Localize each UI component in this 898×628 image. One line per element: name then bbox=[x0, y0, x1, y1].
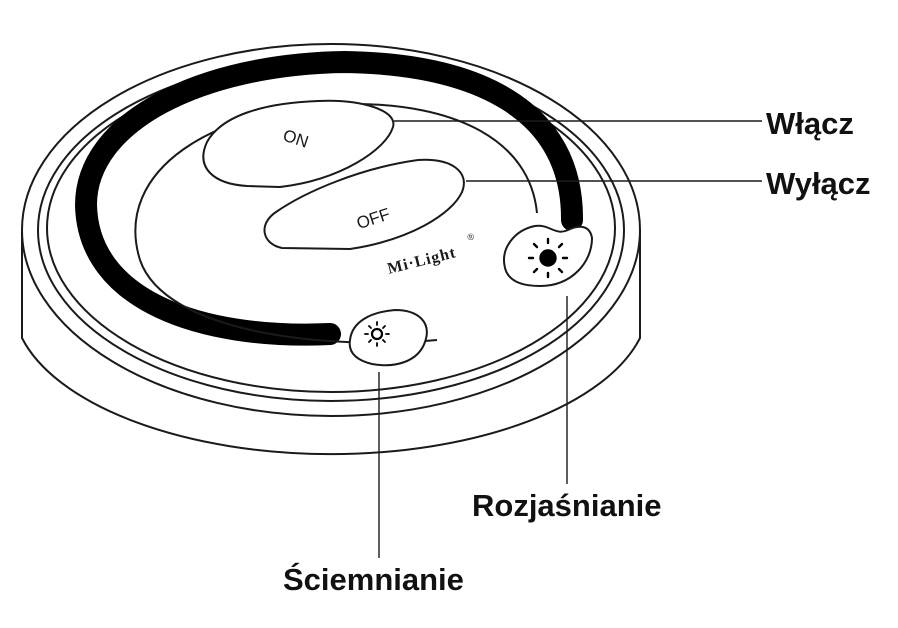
callout-off: Wyłącz bbox=[766, 166, 871, 201]
sun-small-icon bbox=[364, 321, 390, 347]
leader-lines bbox=[378, 120, 762, 558]
dim-key-outline bbox=[348, 308, 428, 367]
dim-key[interactable] bbox=[348, 308, 428, 367]
sun-large-icon bbox=[527, 237, 569, 279]
off-key-outline bbox=[263, 158, 465, 251]
callout-on: Włącz bbox=[766, 106, 854, 141]
on-key-outline bbox=[202, 99, 395, 189]
on-key[interactable]: ON bbox=[202, 99, 395, 189]
inner-face-outline bbox=[134, 102, 538, 344]
brighten-key[interactable] bbox=[503, 224, 594, 288]
callout-dim: Ściemnianie bbox=[283, 562, 464, 597]
touch-slider-ring[interactable] bbox=[74, 50, 584, 346]
callout-brighten: Rozjaśnianie bbox=[472, 488, 662, 523]
brand-registered-mark: ® bbox=[466, 231, 475, 242]
off-key[interactable]: OFF bbox=[263, 158, 465, 251]
